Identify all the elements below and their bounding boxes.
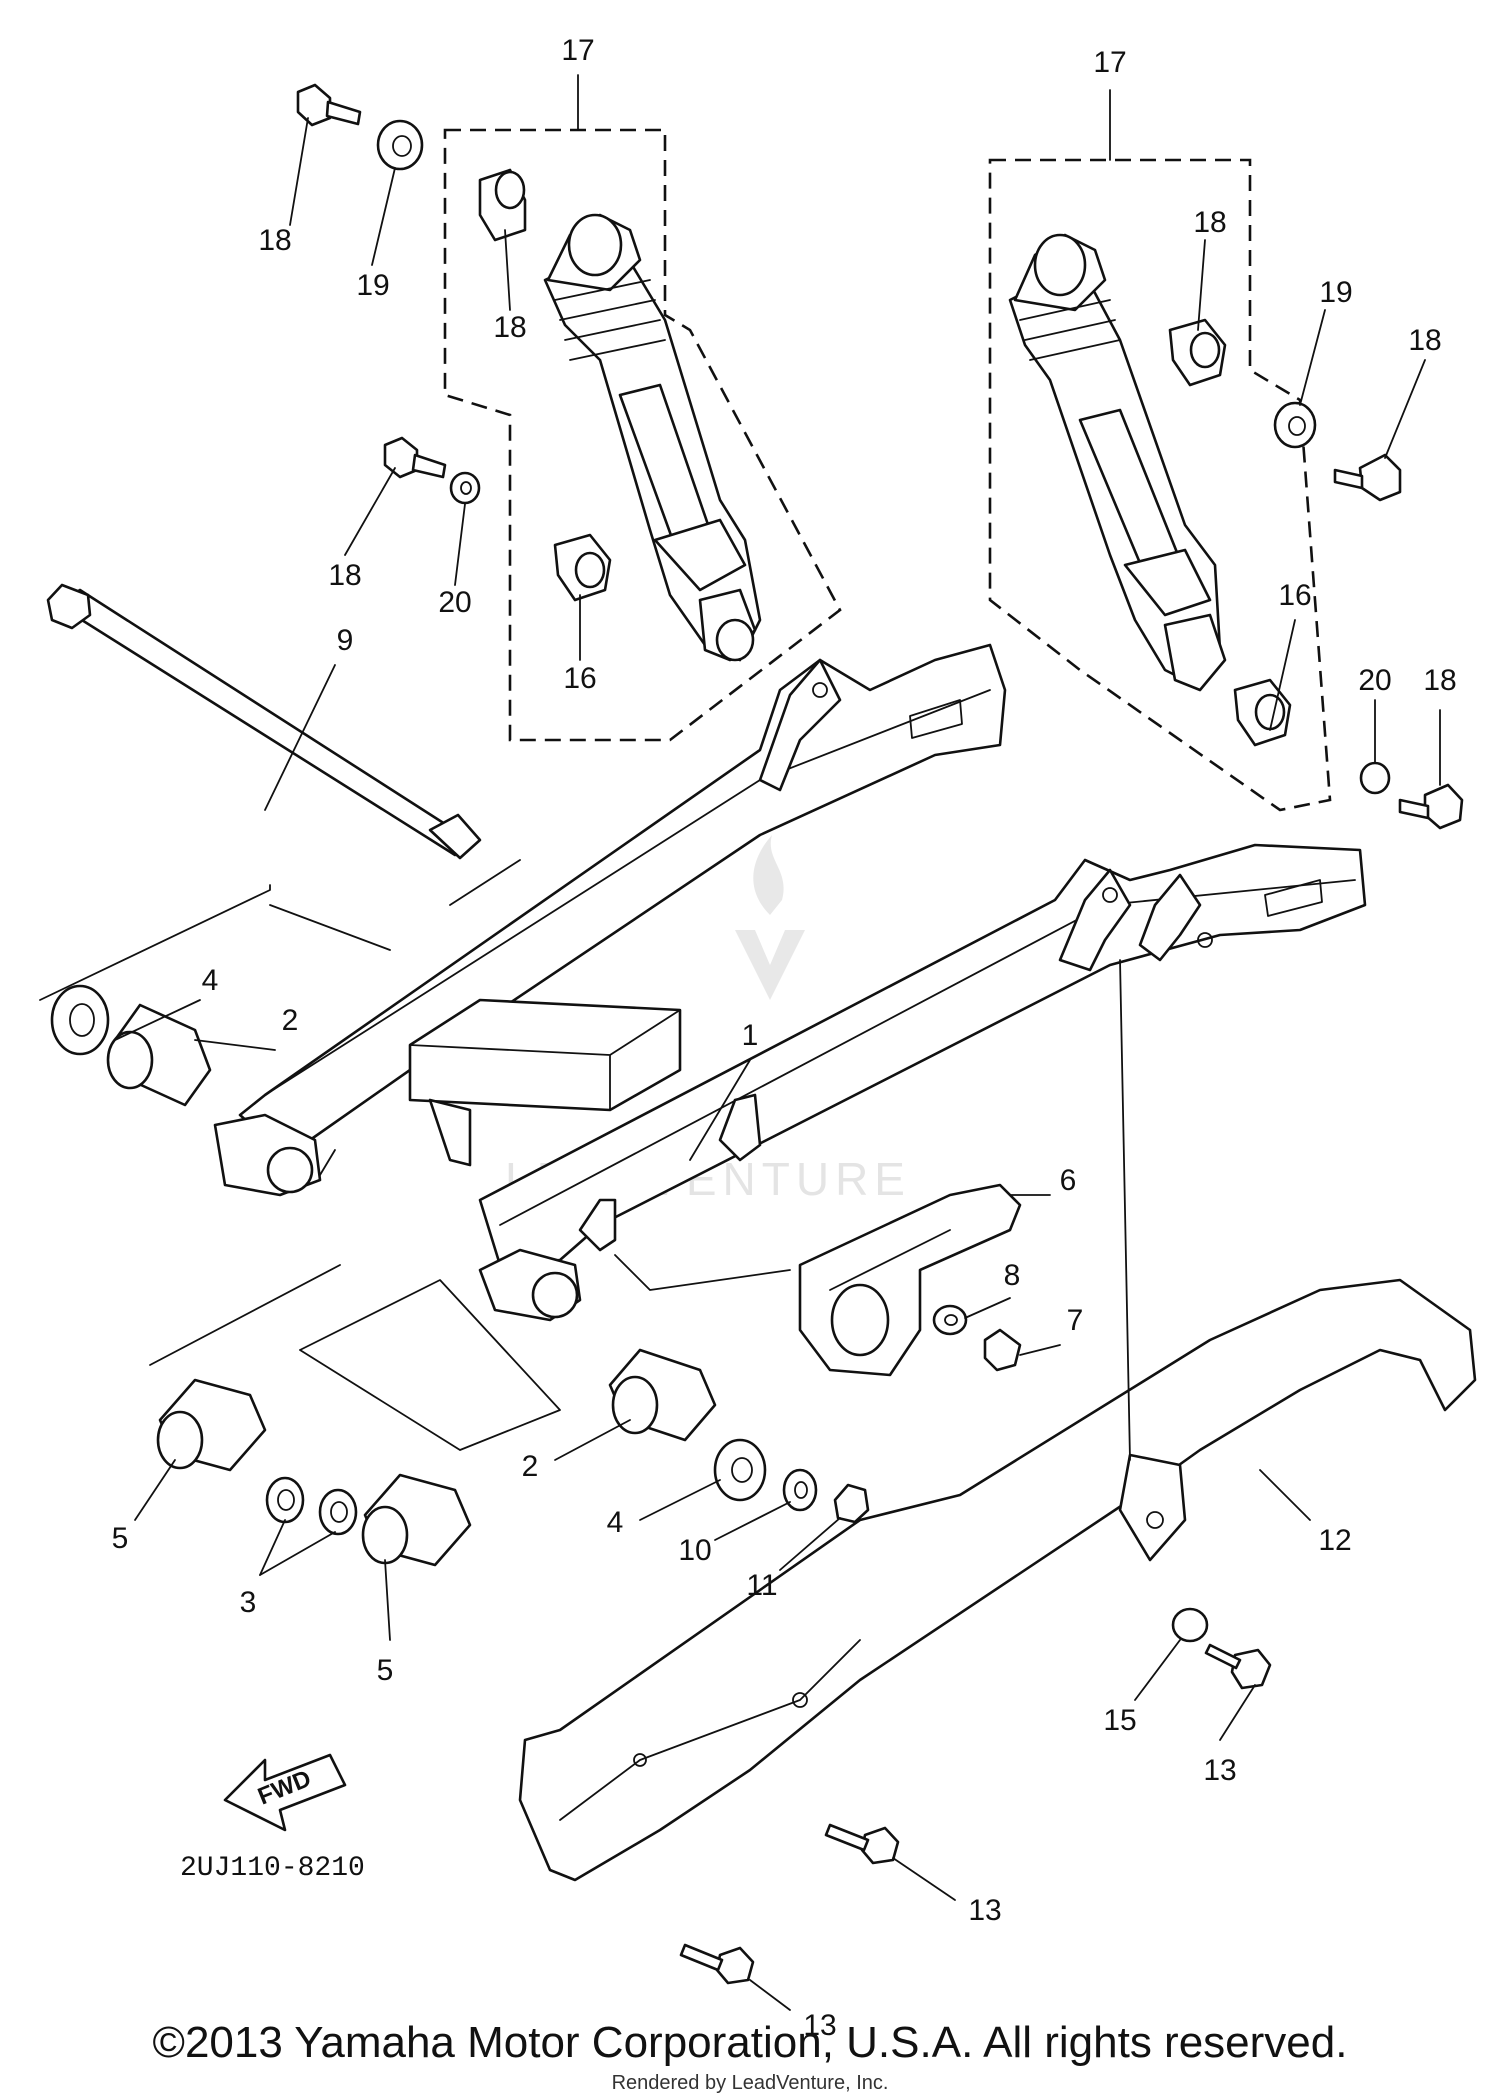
pivot-bushings-left: [39, 859, 521, 1107]
callout-1: 1: [742, 1019, 759, 1052]
callout-20: 20: [438, 586, 471, 619]
callout-4: 4: [202, 964, 219, 997]
callout-4: 4: [607, 1506, 624, 1539]
callout-19: 19: [1319, 276, 1352, 309]
callout-13: 13: [968, 1894, 1001, 1927]
callout-16: 18: [1193, 206, 1226, 239]
callout-6: 6: [1060, 1164, 1077, 1197]
chain-case: [518, 959, 1477, 1985]
callout-18: 18: [258, 224, 291, 257]
callout-5: 5: [377, 1654, 394, 1687]
pivot-shaft: [46, 583, 482, 860]
callout-17: 16: [563, 662, 596, 695]
callout-7: 7: [1067, 1304, 1084, 1337]
callout-2: 2: [282, 1004, 299, 1037]
copyright-notice: ©2013 Yamaha Motor Corporation, U.S.A. A…: [152, 2018, 1348, 2067]
callout-13: 13: [803, 2009, 836, 2042]
callout-16: 18: [493, 311, 526, 344]
callout-5: 5: [112, 1522, 129, 1555]
callout-13: 13: [1203, 1754, 1236, 1787]
callout-10: 10: [678, 1534, 711, 1567]
callout-9: 9: [337, 624, 354, 657]
callout-3: 3: [240, 1586, 257, 1619]
callout-17: 16: [1278, 579, 1311, 612]
callout-11: 11: [746, 1569, 777, 1602]
pivot-collars-right: [608, 1348, 870, 1524]
rendered-by-note: Rendered by LeadVenture, Inc.: [611, 2072, 889, 2094]
chain-puller: [798, 1183, 1022, 1377]
mount-bolts: [296, 83, 1464, 830]
callout-18: 18: [1423, 664, 1456, 697]
callout-15: 17: [1093, 46, 1126, 79]
callout-18: 18: [1408, 324, 1441, 357]
callout-2: 2: [522, 1450, 539, 1483]
callout-19: 19: [356, 269, 389, 302]
swingarm: [213, 643, 1367, 1322]
shock-absorber-right: [988, 158, 1332, 812]
pivot-collars-lower-left: [149, 1264, 561, 1567]
callout-18: 18: [328, 559, 361, 592]
callout-numbers: 17 17 18 19 18 18 19 18 18 20 16 16 20 1…: [112, 34, 1457, 2042]
shock-absorber-left: [443, 128, 842, 742]
part-code: 2UJ110-8210: [180, 1853, 365, 1884]
callout-15: 17: [561, 34, 594, 67]
leader-lines: [114, 74, 1441, 2011]
callout-20: 20: [1358, 664, 1391, 697]
callout-8: 8: [1004, 1259, 1021, 1292]
callout-14: 15: [1103, 1704, 1136, 1737]
forward-direction-arrow: FWD: [223, 1753, 347, 1832]
callout-12: 12: [1318, 1524, 1351, 1557]
